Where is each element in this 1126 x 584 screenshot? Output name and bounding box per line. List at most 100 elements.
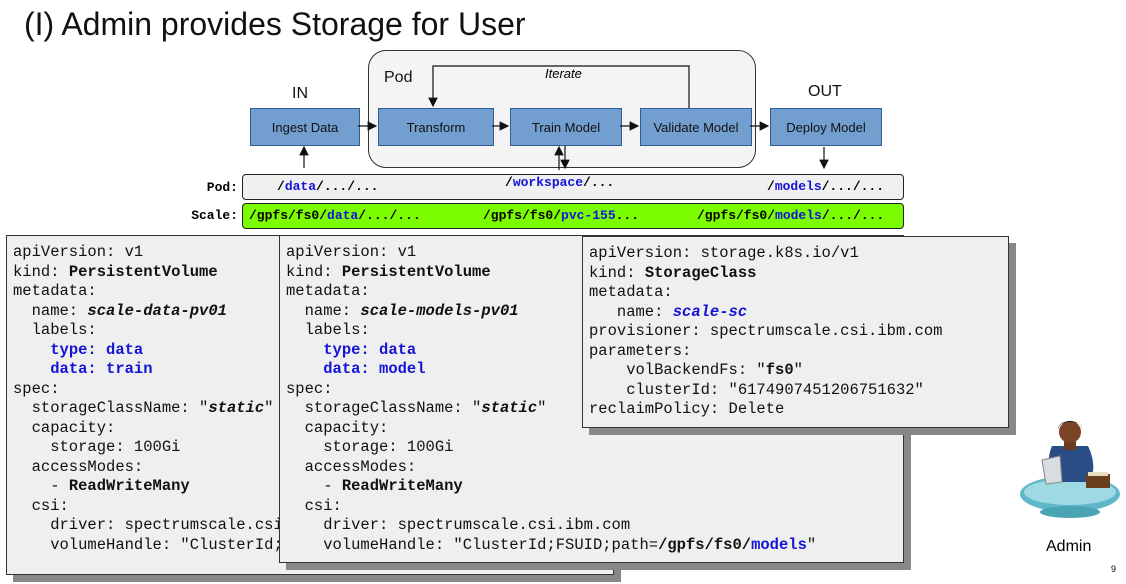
- scale-path-pvc: /gpfs/fs0/pvc-155...: [483, 208, 640, 223]
- yaml-line: name: scale-data-pv01: [13, 302, 607, 322]
- yaml-token: csi:: [286, 496, 342, 515]
- yaml-line: capacity:: [286, 419, 897, 439]
- yaml-line: type: data: [13, 341, 607, 361]
- pod-row-label: Pod:: [206, 180, 238, 195]
- yaml-token: reclaimPolicy: Delete: [589, 400, 785, 418]
- yaml-line: clusterId: "6174907451206751632": [589, 381, 1002, 401]
- yaml-token: StorageClass: [644, 263, 757, 282]
- pod-label: Pod: [384, 69, 413, 86]
- pod-path-data: /data/.../...: [277, 179, 379, 194]
- yaml-token: name:: [13, 301, 88, 320]
- scale-path-data: /gpfs/fs0/data/.../...: [249, 208, 421, 223]
- pod-path-models: /models/.../...: [767, 179, 885, 194]
- yaml-token: /gpfs/fs0/: [658, 535, 752, 554]
- yaml-line: - ReadWriteMany: [286, 477, 897, 497]
- yaml-line: kind: StorageClass: [589, 264, 1002, 284]
- yaml-line: csi:: [13, 497, 607, 517]
- yaml-token: kind:: [286, 262, 342, 281]
- yaml-token: kind:: [13, 262, 69, 281]
- yaml-line: capacity:: [13, 419, 607, 439]
- yaml-token: static: [481, 399, 538, 417]
- yaml-token: apiVersion: storage.k8s.io/v1: [589, 244, 859, 262]
- yaml-line: apiVersion: v1: [286, 243, 897, 263]
- pod-path-workspace: /workspace/...: [505, 175, 615, 190]
- yaml-token: [13, 360, 50, 378]
- yaml-line: metadata:: [13, 282, 607, 302]
- yaml-token: PersistentVolume: [341, 262, 491, 281]
- admin-person-icon: [1020, 421, 1120, 518]
- yaml-token: [286, 341, 323, 359]
- yaml-token: type: data: [50, 340, 144, 359]
- scale-path-bar: /gpfs/fs0/data/.../... /gpfs/fs0/pvc-155…: [242, 203, 904, 229]
- yaml-token: metadata:: [286, 282, 370, 300]
- yaml-token: ": [264, 399, 274, 417]
- yaml-token: ReadWriteMany: [68, 477, 190, 495]
- slide-title: (I) Admin provides Storage for User: [24, 6, 526, 42]
- yaml-token: name:: [286, 301, 361, 320]
- yaml-token: metadata:: [589, 283, 673, 301]
- yaml-token: static: [208, 399, 265, 417]
- yaml-token: volBackendFs: ": [589, 361, 766, 379]
- yaml-token: type: data: [323, 340, 417, 359]
- yaml-token: driver: spectrumscale.csi.ibm.com: [286, 516, 631, 534]
- yaml-line: storage: 100Gi: [13, 438, 607, 458]
- yaml-token: scale-sc: [672, 302, 748, 321]
- yaml-token: -: [286, 477, 342, 495]
- yaml-line: driver: spectrumscale.csi.ibm.com: [286, 516, 897, 536]
- yaml-token: metadata:: [13, 282, 97, 300]
- yaml-line: parameters:: [589, 342, 1002, 362]
- yaml-line: metadata:: [589, 283, 1002, 303]
- yaml-line: spec:: [286, 380, 897, 400]
- yaml-token: PersistentVolume: [68, 262, 218, 281]
- yaml-token: capacity:: [13, 418, 116, 437]
- page-number: 9: [1111, 564, 1117, 574]
- yaml-line: apiVersion: storage.k8s.io/v1: [589, 244, 1002, 264]
- yaml-line: metadata:: [286, 282, 897, 302]
- yaml-token: [286, 360, 323, 378]
- scale-row-label: Scale:: [191, 208, 238, 223]
- yaml-token: name:: [589, 302, 673, 321]
- yaml-line: name: scale-sc: [589, 303, 1002, 323]
- yaml-line: storageClassName: "static": [286, 399, 897, 419]
- yaml-token: accessModes:: [286, 457, 417, 476]
- yaml-token: csi:: [13, 496, 69, 515]
- yaml-token: accessModes:: [13, 457, 144, 476]
- yaml-line: volumeHandle: "ClusterId;FSUID;path=/gpf…: [286, 536, 897, 556]
- stage-validate-model: Validate Model: [640, 108, 752, 146]
- yaml-line: labels:: [13, 321, 607, 341]
- yaml-token: -: [13, 477, 69, 495]
- yaml-token: ReadWriteMany: [341, 477, 463, 495]
- stage-deploy-model: Deploy Model: [770, 108, 882, 146]
- yaml-line: name: scale-models-pv01: [286, 302, 897, 322]
- yaml-line: storage: 100Gi: [286, 438, 897, 458]
- yaml-line: apiVersion: v1: [13, 243, 607, 263]
- yaml-token: labels:: [286, 321, 370, 339]
- yaml-token: capacity:: [286, 418, 389, 437]
- yaml-token: provisioner: spectrumscale.csi.ibm.com: [589, 322, 943, 340]
- yaml-line: volBackendFs: "fs0": [589, 361, 1002, 381]
- yaml-token: storageClassName: ": [13, 399, 209, 417]
- iterate-label: Iterate: [545, 66, 582, 81]
- yaml-line: csi:: [286, 497, 897, 517]
- in-label: IN: [292, 85, 308, 102]
- yaml-token: storage: 100Gi: [13, 438, 181, 456]
- yaml-token: labels:: [13, 321, 97, 339]
- yaml-token: volumeHandle: "ClusterId;FSUID;path=: [286, 535, 659, 554]
- yaml-line: - ReadWriteMany: [13, 477, 607, 497]
- yaml-token: clusterId: "6174907451206751632": [589, 380, 924, 399]
- yaml-line: provisioner: spectrumscale.csi.ibm.com: [589, 322, 1002, 342]
- yaml-token: [13, 341, 50, 359]
- yaml-token: kind:: [589, 263, 645, 282]
- stage-transform: Transform: [378, 108, 494, 146]
- yaml-token: apiVersion: v1: [286, 243, 417, 261]
- yaml-token: spec:: [286, 379, 333, 398]
- yaml-line: kind: PersistentVolume: [286, 263, 897, 283]
- stage-train-model: Train Model: [510, 108, 622, 146]
- yaml-line: labels:: [286, 321, 897, 341]
- yaml-line: spec:: [13, 380, 607, 400]
- yaml-token: storageClassName: ": [286, 399, 482, 417]
- yaml-line: data: train: [13, 360, 607, 380]
- yaml-token: data: train: [50, 360, 153, 378]
